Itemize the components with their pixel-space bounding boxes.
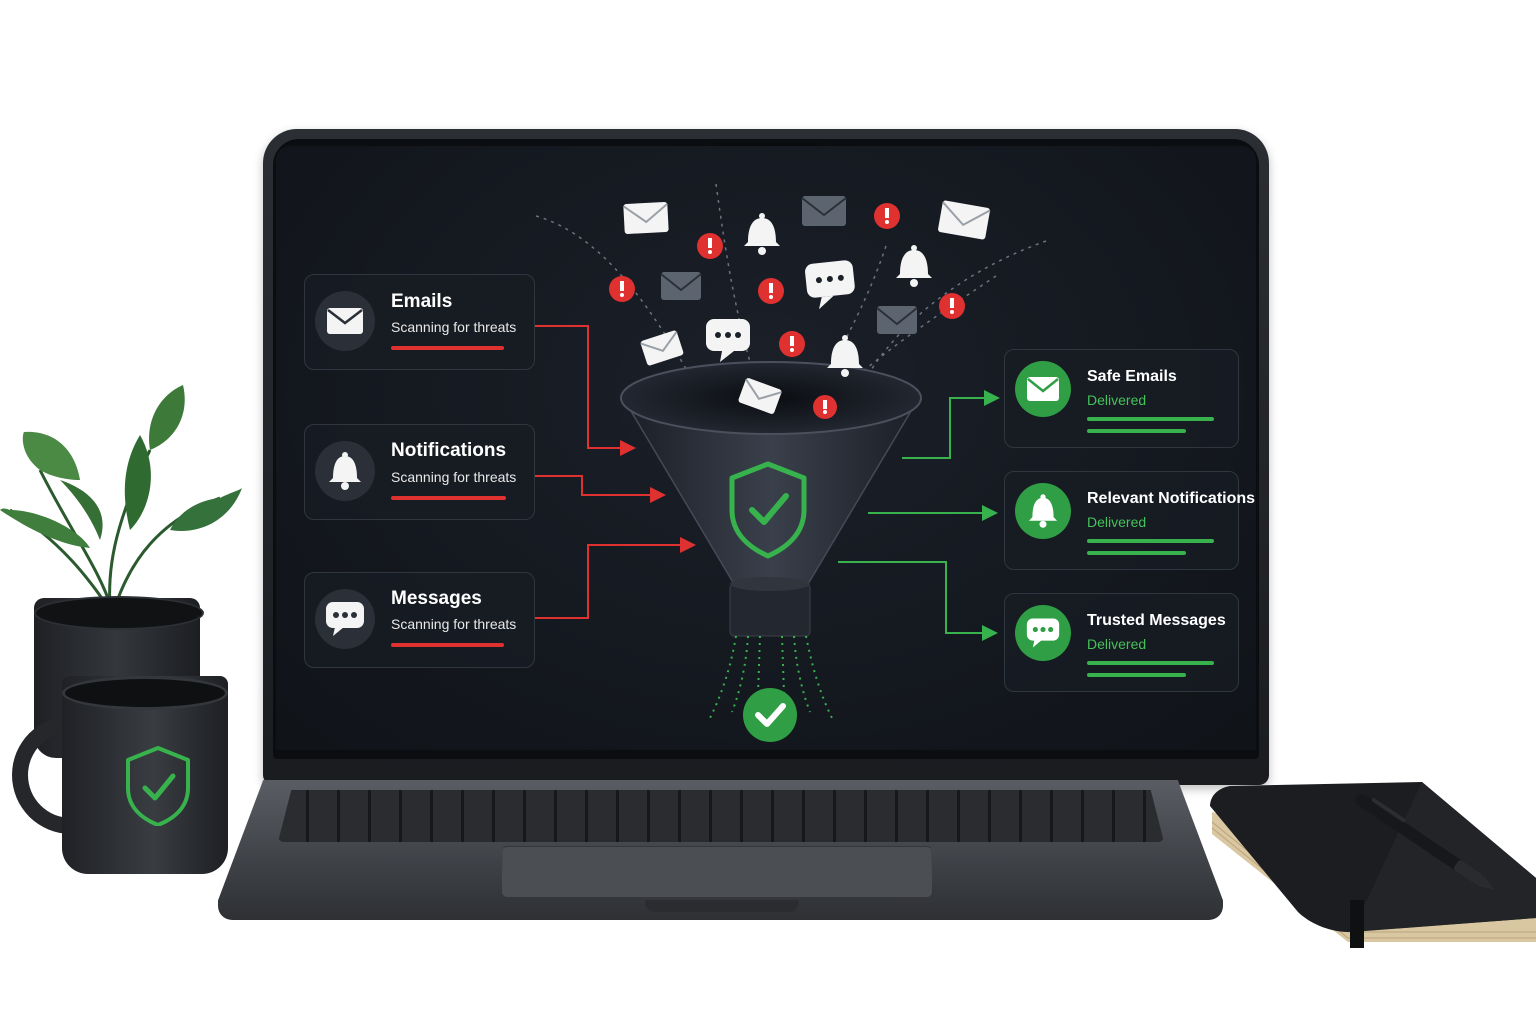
bell-icon — [315, 441, 375, 501]
alert-icon — [939, 293, 965, 319]
alert-icon — [697, 233, 723, 259]
alert-icon — [609, 276, 635, 302]
funnel-diagram — [535, 183, 1047, 742]
envelope-icon — [876, 306, 918, 334]
email-connector — [535, 325, 636, 456]
delivered-bar — [1087, 673, 1186, 677]
alert-icon — [758, 278, 784, 304]
delivered-bar — [1087, 551, 1186, 555]
chat-bubble-icon — [706, 319, 750, 362]
alert-icon — [779, 331, 805, 357]
envelope-icon — [622, 202, 669, 234]
laptop-screen: Emails Scanning for threats Notification… — [276, 146, 1256, 750]
output-card-safe-emails[interactable]: Safe Emails Delivered — [1004, 349, 1239, 448]
plant-leaves — [0, 385, 242, 611]
card-title: Safe Emails — [1087, 368, 1177, 385]
output-card-relevant-notifications[interactable]: Relevant Notifications Delivered — [1004, 471, 1255, 570]
card-title: Trusted Messages — [1087, 612, 1226, 629]
laptop-lip — [645, 900, 799, 912]
card-status: Delivered — [1087, 636, 1147, 652]
envelope-icon — [938, 200, 991, 240]
input-card-messages[interactable]: Messages Scanning for threats — [304, 572, 535, 668]
delivered-bar — [1087, 539, 1214, 543]
check-circle-icon — [743, 688, 797, 742]
card-title: Messages — [391, 588, 482, 609]
card-title: Emails — [391, 291, 453, 312]
trusted-message-connector — [838, 561, 998, 641]
shield-check-icon — [729, 461, 807, 559]
threat-bar — [391, 496, 506, 500]
envelope-icon — [738, 378, 782, 414]
card-status: Delivered — [1087, 514, 1147, 530]
chat-bubble-icon — [315, 589, 375, 649]
output-card-trusted-messages[interactable]: Trusted Messages Delivered — [1004, 593, 1239, 692]
threat-bar — [391, 346, 504, 350]
delivered-bar — [1087, 429, 1186, 433]
bell-icon — [827, 335, 863, 377]
delivered-bar — [1087, 417, 1214, 421]
card-title: Notifications — [391, 440, 507, 461]
chat-bubble-icon — [1015, 605, 1071, 661]
envelope-icon — [660, 272, 702, 300]
envelope-icon — [640, 330, 684, 366]
mug-rim — [62, 676, 228, 710]
card-status: Scanning for threats — [391, 469, 517, 485]
delivered-bar — [1087, 661, 1214, 665]
filtered-stream — [709, 635, 833, 719]
bell-icon — [744, 213, 780, 255]
envelope-icon — [801, 196, 847, 226]
laptop-trackpad — [501, 846, 933, 898]
pen-icon — [1355, 794, 1495, 890]
bell-icon — [896, 245, 932, 287]
safe-email-connector — [902, 390, 1000, 459]
card-status: Delivered — [1087, 392, 1147, 408]
card-title: Relevant Notifications — [1087, 490, 1256, 507]
envelope-icon — [315, 291, 375, 351]
envelope-icon — [1015, 361, 1071, 417]
shield-check-icon — [126, 746, 190, 826]
funnel-spout — [729, 583, 811, 637]
message-connector — [535, 537, 696, 619]
input-card-emails[interactable]: Emails Scanning for threats — [304, 274, 535, 370]
threat-bar — [391, 643, 504, 647]
notification-connector — [535, 475, 666, 503]
card-status: Scanning for threats — [391, 616, 517, 632]
input-card-notifications[interactable]: Notifications Scanning for threats — [304, 424, 535, 520]
card-status: Scanning for threats — [391, 319, 517, 335]
plant-pot-rim — [34, 596, 204, 630]
alert-icon — [874, 203, 900, 229]
bell-icon — [1015, 483, 1071, 539]
alert-icon — [813, 395, 837, 419]
chat-bubble-icon — [805, 260, 855, 310]
notebook — [1210, 782, 1536, 948]
laptop-keyboard — [278, 790, 1164, 842]
